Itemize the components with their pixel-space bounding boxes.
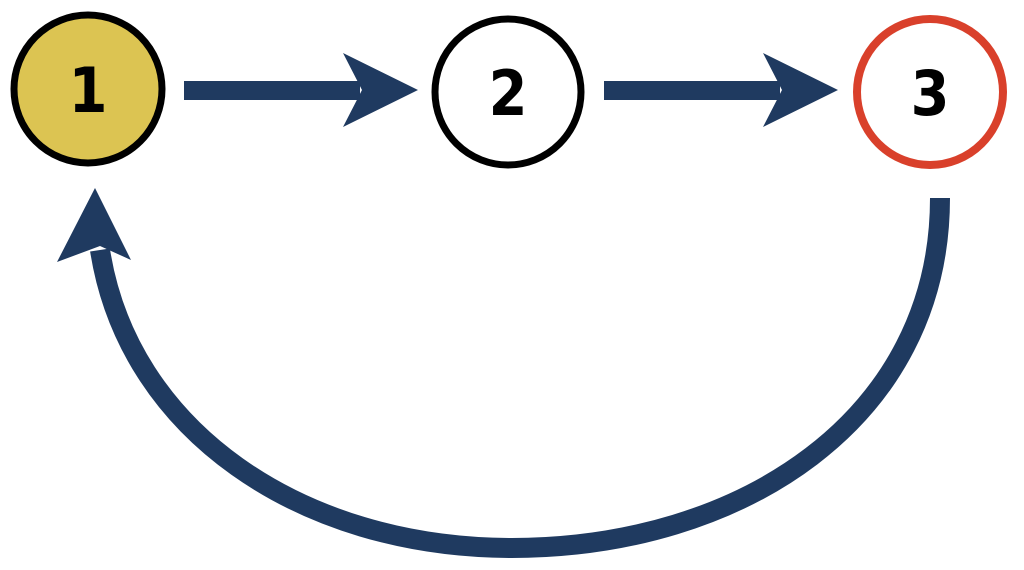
arrow-3-to-1 [57,188,950,559]
node-3: 3 [853,15,1007,169]
node-3-label: 3 [911,57,950,130]
arrow-2-to-3 [604,53,838,127]
node-1: 1 [10,11,166,167]
arrow-1-to-2 [184,53,418,127]
node-2-label: 2 [489,57,528,130]
node-1-label: 1 [69,54,108,127]
node-2: 2 [431,15,585,169]
